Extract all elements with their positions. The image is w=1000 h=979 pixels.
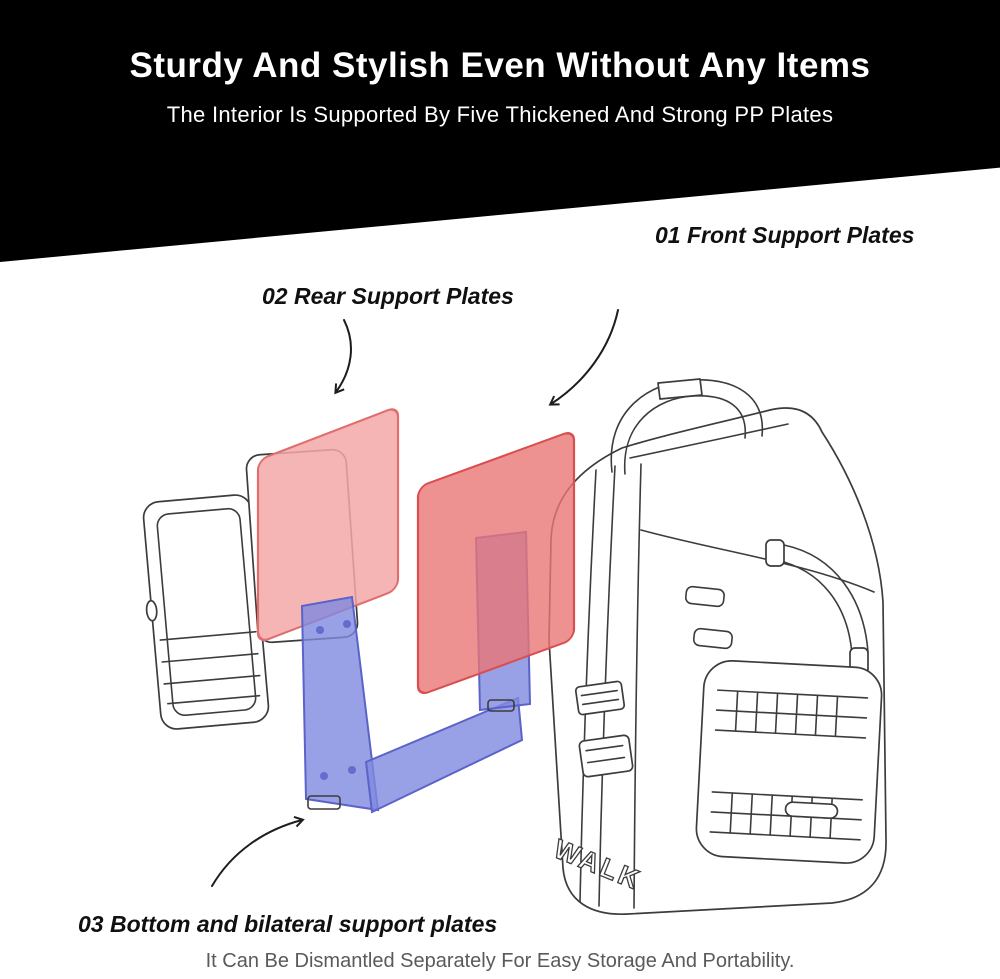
rivet-dot: [316, 626, 324, 634]
bag-vertical-seam: [633, 463, 642, 909]
rivet-dot: [320, 772, 328, 780]
arrow-rear-plate: [334, 319, 352, 395]
front-pocket: [695, 660, 883, 864]
footer-caption: It Can Be Dismantled Separately For Easy…: [205, 950, 795, 972]
bottom-plate-left-wall: [300, 595, 380, 812]
pocket-slot: [784, 801, 839, 820]
bottom-plate-base: [364, 696, 524, 814]
label-front-plates: 01 Front Support Plates: [655, 222, 915, 248]
front-bag-sketch: WALK: [548, 378, 887, 915]
bag-handle: [610, 378, 764, 475]
rivet-dot: [348, 766, 356, 774]
annotation-arrows: [211, 309, 619, 887]
rivet-dot: [343, 620, 351, 628]
page-title: Sturdy And Stylish Even Without Any Item…: [129, 46, 871, 85]
label-rear-plates: 02 Rear Support Plates: [262, 283, 514, 309]
bag-front-seam: [640, 529, 875, 593]
label-bottom-plates: 03 Bottom and bilateral support plates: [78, 911, 498, 937]
bag-webbing-loops: [684, 585, 733, 650]
molle-webbing: [709, 689, 869, 841]
page-subtitle: The Interior Is Supported By Five Thicke…: [166, 102, 834, 128]
side-buckles: [574, 680, 634, 778]
arrow-front-plate: [548, 309, 619, 406]
front-plate: [416, 432, 576, 695]
bag-top-seam: [629, 423, 789, 459]
bottom-plate-hinge: [487, 699, 515, 712]
bottom-plate-foot: [307, 795, 341, 810]
arrow-bottom-plate: [211, 815, 305, 887]
